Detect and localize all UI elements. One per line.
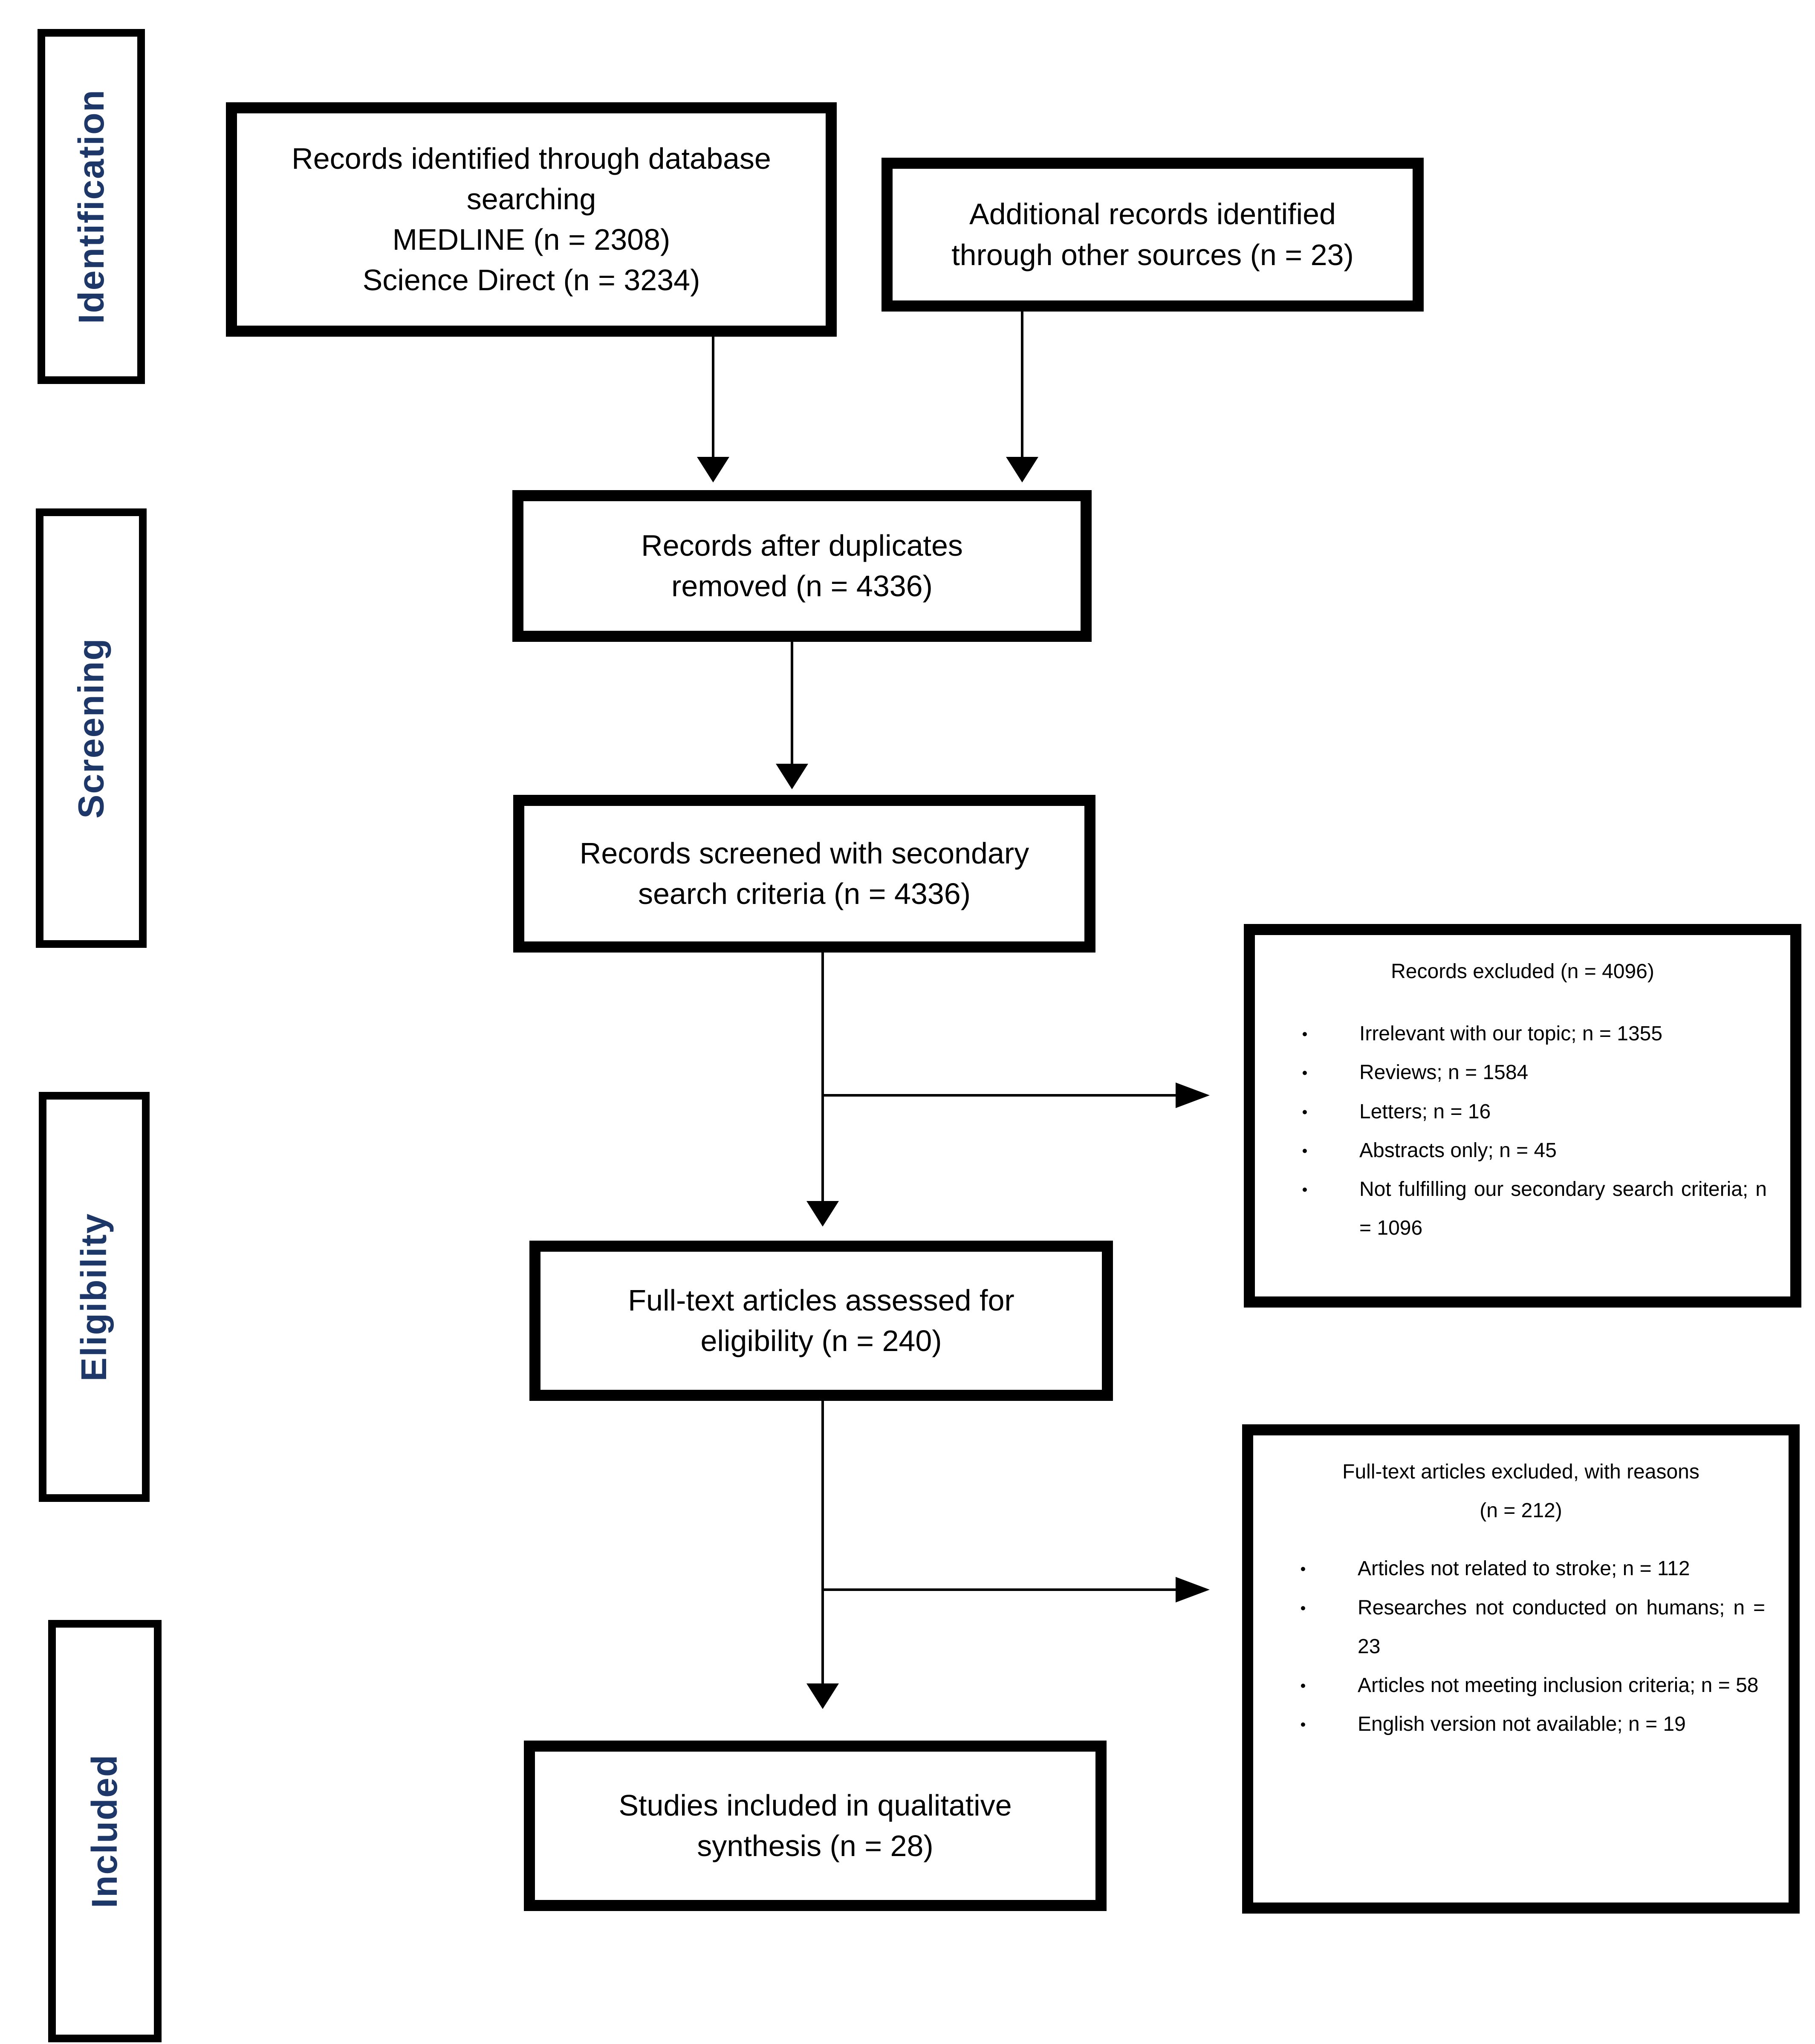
records-excluded-list: Irrelevant with our topic; n = 1355 Revi… (1268, 1014, 1777, 1247)
box-records-identified-line3: MEDLINE (n = 2308) (392, 223, 671, 256)
box-records-deduplicated-line2: removed (n = 4336) (671, 569, 933, 603)
fulltext-excluded-title-line2: (n = 212) (1480, 1499, 1562, 1522)
stage-label-eligibility: Eligibility (74, 1213, 114, 1381)
fulltext-excluded-item: Researches not conducted on humans; n = … (1266, 1588, 1776, 1666)
box-records-deduplicated: Records after duplicates removed (n = 43… (512, 490, 1092, 642)
arrow-fulltext-to-excluded-line (823, 1588, 1176, 1591)
box-records-excluded: Records excluded (n = 4096) Irrelevant w… (1244, 924, 1801, 1308)
box-records-identified-line1: Records identified through database (292, 141, 771, 175)
box-additional-records: Additional records identified through ot… (881, 158, 1424, 312)
stage-box-screening: Screening (36, 508, 147, 948)
box-fulltext-assessed-line2: eligibility (n = 240) (700, 1324, 942, 1357)
box-studies-included-line2: synthesis (n = 28) (697, 1829, 934, 1862)
arrow-dedup-to-screened-head (776, 764, 808, 789)
arrow-screened-to-excluded-head (1176, 1083, 1210, 1108)
arrow-fulltext-to-excluded-head (1176, 1577, 1210, 1602)
stage-label-included: Included (84, 1754, 125, 1908)
fulltext-excluded-list: Articles not related to stroke; n = 112 … (1266, 1549, 1776, 1744)
records-excluded-item: Letters; n = 16 (1268, 1092, 1777, 1131)
fulltext-excluded-title: Full-text articles excluded, with reason… (1266, 1452, 1776, 1530)
box-additional-records-line1: Additional records identified (969, 197, 1336, 231)
fulltext-excluded-item: Articles not related to stroke; n = 112 (1266, 1549, 1776, 1588)
fulltext-excluded-item: Articles not meeting inclusion criteria;… (1266, 1666, 1776, 1705)
box-fulltext-assessed-line1: Full-text articles assessed for (628, 1283, 1014, 1317)
records-excluded-item: Not fulfilling our secondary search crit… (1268, 1170, 1777, 1247)
box-records-screened-line2: search criteria (n = 4336) (638, 877, 971, 910)
box-studies-included-line1: Studies included in qualitative (618, 1788, 1012, 1822)
records-excluded-item: Irrelevant with our topic; n = 1355 (1268, 1014, 1777, 1053)
arrow-fulltext-to-included-head (806, 1683, 839, 1709)
box-records-identified-line4: Science Direct (n = 3234) (362, 263, 700, 297)
box-records-identified-line2: searching (466, 182, 596, 216)
box-fulltext-excluded: Full-text articles excluded, with reason… (1242, 1424, 1800, 1914)
box-records-screened: Records screened with secondary search c… (513, 795, 1095, 953)
stage-box-identification: Identification (38, 29, 145, 384)
arrow-additional-to-dedup-line (1021, 311, 1023, 460)
box-studies-included: Studies included in qualitative synthesi… (524, 1741, 1107, 1911)
stage-box-included: Included (48, 1620, 162, 2042)
records-excluded-title: Records excluded (n = 4096) (1391, 960, 1654, 983)
box-records-deduplicated-line1: Records after duplicates (641, 528, 963, 562)
stage-label-identification: Identification (71, 89, 111, 324)
records-excluded-item: Reviews; n = 1584 (1268, 1053, 1777, 1092)
box-fulltext-assessed: Full-text articles assessed for eligibil… (529, 1241, 1113, 1401)
box-records-screened-line1: Records screened with secondary (579, 836, 1029, 870)
arrow-screened-to-excluded-line (823, 1094, 1176, 1097)
arrow-additional-to-dedup-head (1006, 457, 1038, 482)
fulltext-excluded-item: English version not available; n = 19 (1266, 1705, 1776, 1744)
arrow-identified-to-dedup-head (697, 457, 729, 482)
fulltext-excluded-title-line1: Full-text articles excluded, with reason… (1342, 1461, 1699, 1483)
arrow-fulltext-to-included-line (821, 1400, 824, 1686)
box-records-identified: Records identified through database sear… (226, 102, 837, 337)
arrow-dedup-to-screened-line (791, 641, 793, 767)
arrow-screened-to-fulltext-line (821, 952, 824, 1204)
stage-box-eligibility: Eligibility (39, 1092, 150, 1502)
records-excluded-item: Abstracts only; n = 45 (1268, 1131, 1777, 1170)
stage-label-screening: Screening (71, 638, 111, 819)
arrow-identified-to-dedup-line (712, 336, 714, 460)
box-additional-records-line2: through other sources (n = 23) (951, 238, 1354, 271)
arrow-screened-to-fulltext-head (806, 1201, 839, 1227)
